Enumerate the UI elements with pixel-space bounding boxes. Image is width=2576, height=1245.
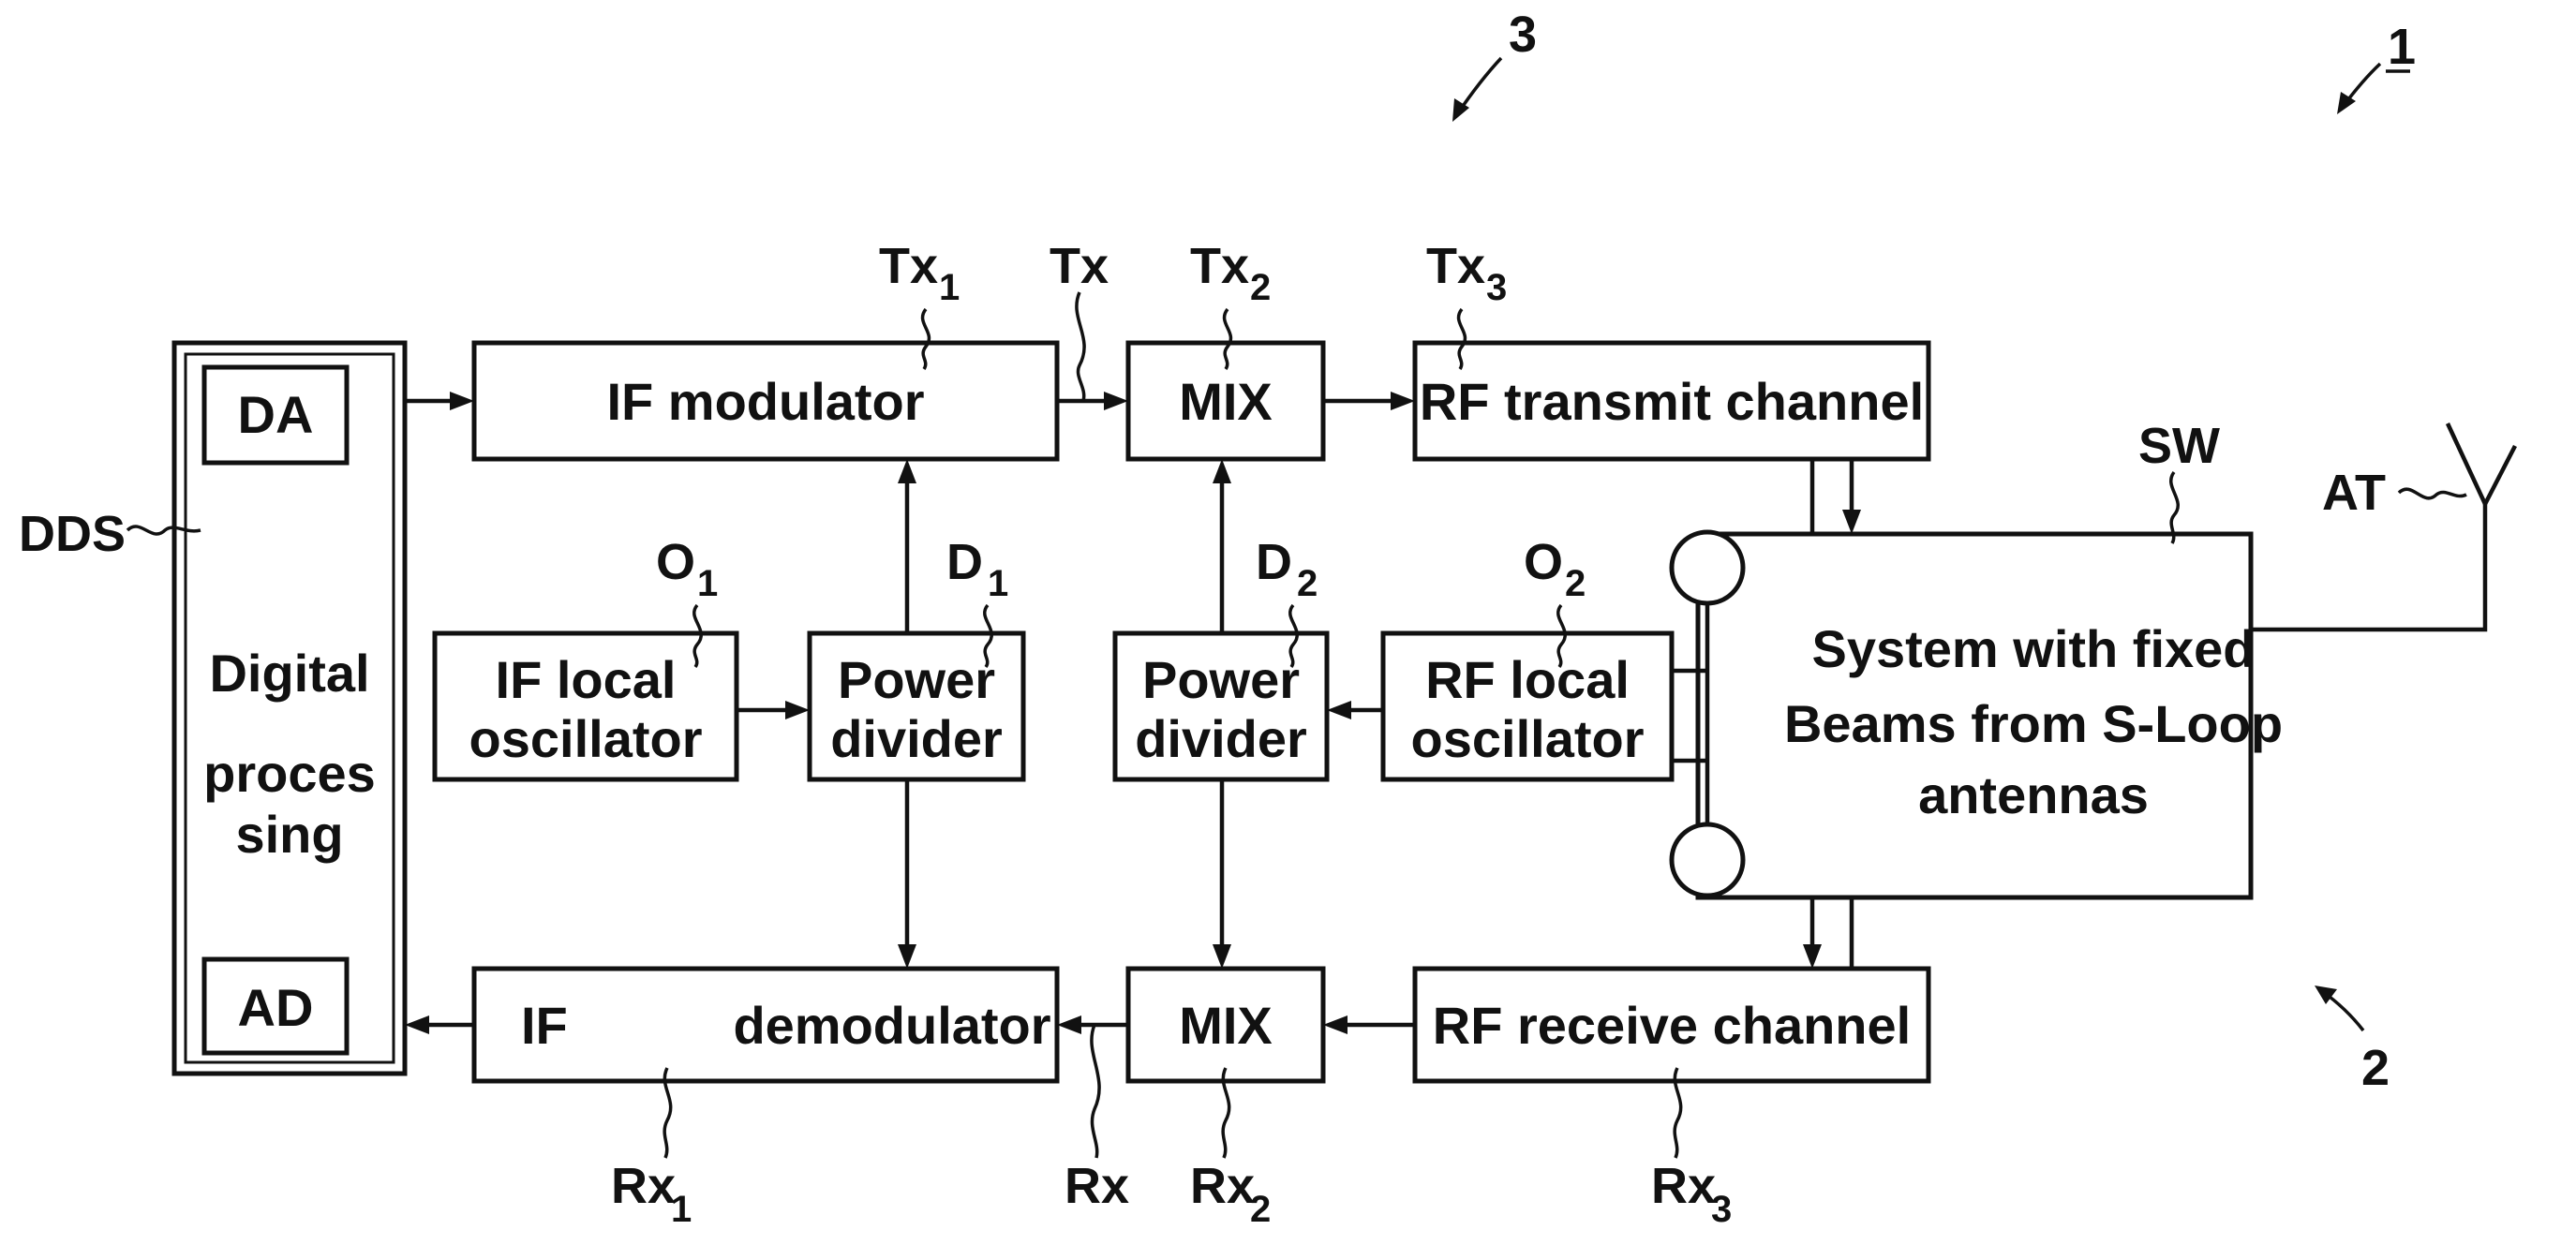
rf-transmit-channel-block: RF transmit channel — [1415, 343, 1928, 459]
svg-text:RF local: RF local — [1425, 650, 1630, 709]
antenna-icon — [2251, 423, 2515, 630]
ref-rx1: Rx 1 — [611, 1068, 692, 1230]
rf-receive-channel-block: RF receive channel — [1415, 969, 1928, 1081]
svg-text:AT: AT — [2322, 465, 2386, 521]
circulator-bottom — [1672, 824, 1743, 896]
svg-text:1: 1 — [671, 1189, 692, 1230]
svg-text:oscillator: oscillator — [469, 709, 703, 768]
svg-text:SW: SW — [2138, 418, 2220, 474]
svg-text:RF transmit channel: RF transmit channel — [1420, 372, 1924, 431]
svg-text:RF receive channel: RF receive channel — [1433, 996, 1911, 1055]
ref-rx2: Rx 2 — [1190, 1068, 1271, 1230]
svg-text:IF local: IF local — [496, 650, 677, 709]
svg-text:AD: AD — [238, 978, 314, 1037]
svg-text:System with fixed: System with fixed — [1811, 619, 2255, 678]
svg-text:MIX: MIX — [1179, 372, 1273, 431]
svg-text:antennas: antennas — [1918, 765, 2149, 824]
svg-text:Tx: Tx — [1050, 238, 1109, 294]
svg-text:2: 2 — [1250, 1189, 1271, 1230]
ref-numeral-2: 2 — [2315, 986, 2390, 1096]
if-local-oscillator-block: IF local oscillator — [435, 633, 737, 779]
svg-text:DA: DA — [238, 385, 314, 444]
da-block: DA — [204, 367, 347, 463]
circulator-top — [1672, 532, 1743, 603]
svg-text:Rx: Rx — [1651, 1158, 1716, 1214]
if-demodulator-block: IF demodulator — [474, 969, 1057, 1081]
svg-text:1: 1 — [988, 563, 1008, 604]
svg-text:IF modulator: IF modulator — [606, 372, 924, 431]
if-modulator-block: IF modulator — [474, 343, 1057, 459]
rf-local-oscillator-block: RF local oscillator — [1383, 633, 1672, 779]
ad-block: AD — [204, 959, 347, 1053]
svg-text:divider: divider — [830, 709, 1003, 768]
svg-text:Rx: Rx — [611, 1158, 676, 1214]
svg-text:D: D — [946, 534, 983, 590]
svg-text:3: 3 — [1486, 267, 1507, 308]
svg-text:Power: Power — [1142, 650, 1300, 709]
svg-text:DDS: DDS — [19, 506, 126, 562]
digital-processing-line-3: sing — [235, 805, 343, 864]
ref-numeral-1: 1 — [2337, 19, 2416, 114]
svg-text:Beams from S-Loop: Beams from S-Loop — [1784, 694, 2283, 753]
svg-text:IF: IF — [521, 996, 568, 1055]
mix-rx-block: MIX — [1128, 969, 1323, 1081]
svg-text:1: 1 — [939, 267, 960, 308]
svg-text:2: 2 — [2361, 1040, 2390, 1096]
svg-text:2: 2 — [1565, 563, 1586, 604]
svg-text:3: 3 — [1711, 1189, 1732, 1230]
ref-numeral-3: 3 — [1452, 7, 1537, 122]
digital-processing-line-2: proces — [203, 744, 376, 803]
svg-text:Tx: Tx — [879, 238, 938, 294]
power-divider-2-block: Power divider — [1115, 633, 1327, 779]
digital-processing-line-1: Digital — [209, 644, 369, 703]
svg-text:D: D — [1256, 534, 1292, 590]
svg-text:1: 1 — [2388, 19, 2416, 75]
svg-text:oscillator: oscillator — [1411, 709, 1645, 768]
ref-at: AT — [2322, 465, 2466, 521]
svg-text:Rx: Rx — [1065, 1158, 1129, 1214]
svg-text:2: 2 — [1297, 563, 1318, 604]
power-divider-1-block: Power divider — [810, 633, 1023, 779]
svg-text:Rx: Rx — [1190, 1158, 1255, 1214]
svg-text:Tx: Tx — [1190, 238, 1249, 294]
svg-text:2: 2 — [1250, 267, 1271, 308]
svg-text:divider: divider — [1135, 709, 1307, 768]
svg-text:Tx: Tx — [1426, 238, 1485, 294]
svg-text:3: 3 — [1509, 7, 1537, 63]
svg-text:demodulator: demodulator — [733, 996, 1050, 1055]
svg-text:O: O — [1524, 534, 1563, 590]
svg-text:1: 1 — [697, 563, 718, 604]
ref-rx: Rx — [1065, 1025, 1129, 1214]
svg-text:MIX: MIX — [1179, 996, 1273, 1055]
svg-text:Power: Power — [838, 650, 995, 709]
ref-rx3: Rx 3 — [1651, 1068, 1732, 1230]
ref-sw: SW — [2138, 418, 2220, 543]
svg-text:O: O — [656, 534, 695, 590]
fixed-beams-system-block: System with fixed Beams from S-Loop ante… — [1698, 534, 2283, 897]
